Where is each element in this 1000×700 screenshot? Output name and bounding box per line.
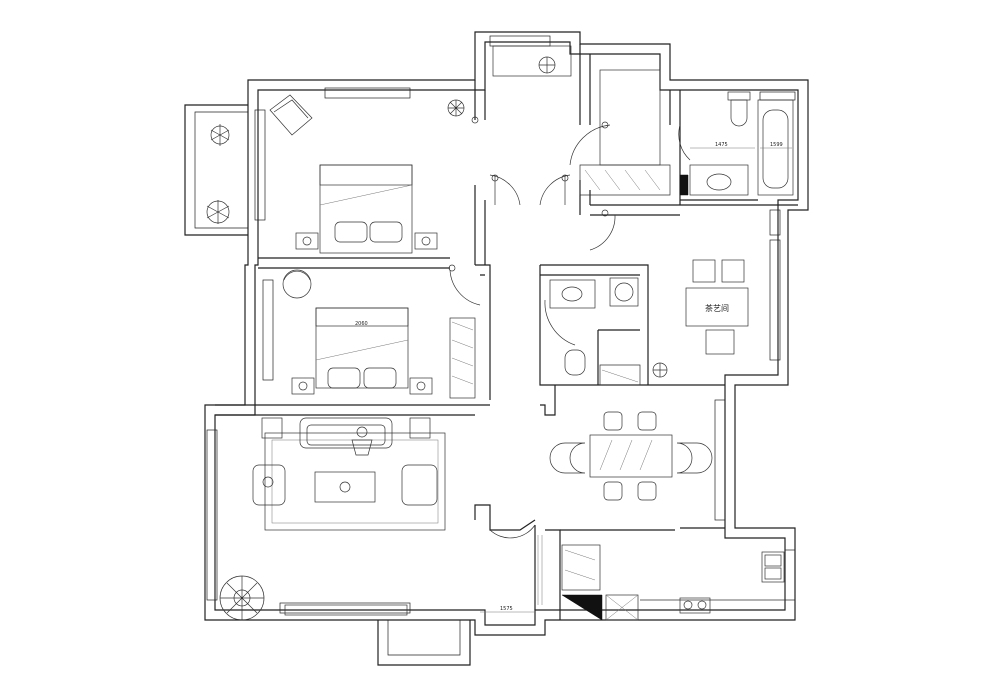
master-bathroom: 1475 1599 bbox=[679, 91, 794, 196]
tea-room: 茶艺间 bbox=[652, 259, 749, 378]
doors bbox=[448, 116, 691, 539]
washer-icon bbox=[609, 277, 639, 307]
tub-length-label: 1599 bbox=[770, 142, 783, 148]
windows bbox=[206, 35, 796, 614]
master-bedroom bbox=[269, 45, 572, 254]
tv-cabinet-icon bbox=[284, 604, 408, 616]
wardrobe-icon bbox=[449, 317, 476, 399]
plant-icon bbox=[447, 99, 465, 117]
kitchen bbox=[537, 535, 785, 621]
tea-room-label: 茶艺间 bbox=[705, 303, 729, 313]
sink-icon bbox=[689, 164, 749, 196]
wardrobe-icon bbox=[492, 45, 572, 77]
coffee-table-icon bbox=[314, 471, 376, 503]
stove-icon bbox=[679, 597, 711, 614]
sink-icon bbox=[549, 279, 596, 309]
living-room: 1575 bbox=[219, 417, 535, 621]
sink-icon bbox=[761, 551, 785, 583]
rug bbox=[264, 432, 446, 531]
potted-plant-icon bbox=[206, 124, 230, 224]
dining-area bbox=[549, 411, 713, 501]
round-chair-icon bbox=[282, 269, 312, 299]
person-figure-icon bbox=[262, 426, 373, 488]
bathtub-icon bbox=[757, 99, 794, 196]
flower-rug-icon bbox=[219, 575, 265, 621]
bed-icon bbox=[295, 164, 438, 254]
walk-in-closet bbox=[579, 69, 671, 196]
armchair-icon bbox=[252, 464, 438, 506]
sofa-icon bbox=[299, 417, 393, 449]
toilet-icon bbox=[564, 349, 586, 376]
opening-dimension-label: 1575 bbox=[500, 606, 513, 612]
second-bathroom bbox=[549, 277, 641, 386]
dining-table bbox=[589, 434, 673, 478]
plant-icon bbox=[652, 362, 668, 378]
bed-icon: 2060 bbox=[291, 307, 433, 395]
second-bedroom: 2060 bbox=[282, 269, 476, 399]
bed-dimension-label: 2060 bbox=[355, 321, 368, 327]
interior-walls bbox=[215, 44, 798, 620]
armchair-icon bbox=[269, 94, 313, 136]
dining-chair-icon bbox=[549, 411, 713, 501]
tea-table bbox=[685, 287, 749, 327]
balcony-left bbox=[184, 104, 248, 236]
bath-width-label: 1475 bbox=[715, 142, 728, 148]
side-table-icon bbox=[261, 417, 431, 439]
balcony-bottom bbox=[377, 620, 471, 666]
toilet-icon bbox=[727, 91, 751, 127]
exterior-walls bbox=[204, 31, 809, 636]
shower-icon bbox=[599, 364, 641, 386]
